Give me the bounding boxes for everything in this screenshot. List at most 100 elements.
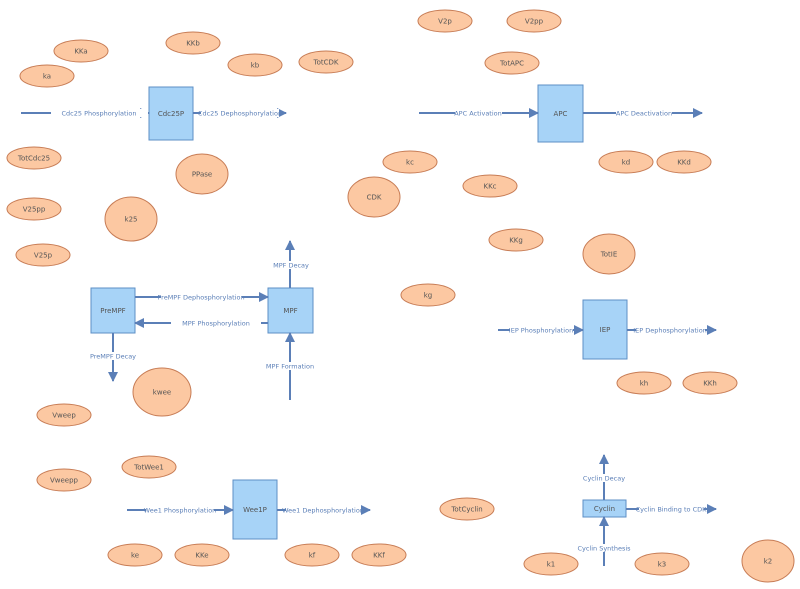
param-TotCyclin[interactable]: TotCyclin [439, 497, 495, 521]
svg-text:KKa: KKa [74, 48, 87, 56]
svg-text:Cyclin Binding to CDK: Cyclin Binding to CDK [636, 506, 708, 514]
param-kf[interactable]: kf [284, 543, 340, 567]
param-KKg[interactable]: KKg [488, 228, 544, 252]
param-TotCdc25[interactable]: TotCdc25 [6, 146, 62, 170]
reaction-apc-deactivation[interactable]: APC Deactivation [583, 108, 703, 118]
svg-text:Cyclin Decay: Cyclin Decay [583, 475, 625, 483]
species-APC[interactable]: APC [537, 84, 584, 143]
param-KKd[interactable]: KKd [656, 150, 712, 174]
param-k25[interactable]: k25 [104, 196, 158, 242]
param-kb[interactable]: kb [227, 53, 283, 77]
param-Vweep[interactable]: Vweep [36, 403, 92, 427]
reaction-wee1-dephosphorylation[interactable]: Wee1 Dephosphorylation [277, 505, 371, 515]
svg-text:k25: k25 [125, 216, 138, 224]
svg-text:ke: ke [131, 552, 139, 560]
svg-text:TotIE: TotIE [600, 251, 618, 259]
param-ka[interactable]: ka [19, 64, 75, 88]
svg-text:kd: kd [622, 159, 631, 167]
param-PPase[interactable]: PPase [175, 153, 229, 195]
svg-text:PreMPF: PreMPF [100, 307, 125, 315]
svg-text:PreMPF Decay: PreMPF Decay [90, 353, 136, 361]
param-TotCDK[interactable]: TotCDK [298, 50, 354, 74]
param-V25p[interactable]: V25p [15, 243, 71, 267]
svg-text:MPF: MPF [283, 307, 297, 315]
svg-text:TotAPC: TotAPC [499, 60, 524, 68]
param-kc[interactable]: kc [382, 150, 438, 174]
param-k1[interactable]: k1 [523, 552, 579, 576]
svg-text:TotWee1: TotWee1 [133, 464, 164, 472]
reaction-prempf-decay[interactable]: PreMPF Decay [90, 333, 136, 382]
reaction-cyclin-synthesis[interactable]: Cyclin Synthesis [577, 516, 631, 566]
svg-text:kf: kf [309, 552, 316, 560]
param-KKh[interactable]: KKh [682, 371, 738, 395]
param-TotWee1[interactable]: TotWee1 [121, 455, 177, 479]
svg-text:Wee1 Dephosphorylation: Wee1 Dephosphorylation [282, 507, 364, 515]
svg-text:IEP Phosphorylation: IEP Phosphorylation [509, 327, 573, 335]
param-KKf[interactable]: KKf [351, 543, 407, 567]
svg-text:CDK: CDK [367, 194, 382, 202]
param-KKa[interactable]: KKa [53, 39, 109, 63]
svg-text:APC Activation: APC Activation [454, 110, 502, 118]
param-TotAPC[interactable]: TotAPC [484, 51, 540, 75]
reaction-iep-dephosphorylation[interactable]: IEP Dephosphorylation [627, 325, 717, 335]
param-TotIE[interactable]: TotIE [582, 233, 636, 275]
reaction-prempf-dephosphorylation[interactable]: PreMPF Dephosphorylation [135, 292, 269, 302]
svg-text:IEP: IEP [600, 326, 611, 334]
species-Cdc25P[interactable]: Cdc25P [148, 86, 194, 141]
reaction-mpf-formation[interactable]: MPF Formation [266, 332, 314, 400]
svg-text:KKe: KKe [195, 552, 208, 560]
svg-text:kb: kb [251, 62, 260, 70]
svg-text:Wee1P: Wee1P [243, 506, 267, 514]
species-Cyclin[interactable]: Cyclin [582, 499, 627, 518]
reaction-wee1-phosphorylation[interactable]: Wee1 Phosphorylation [127, 505, 234, 515]
param-k2[interactable]: k2 [741, 539, 795, 583]
param-kh[interactable]: kh [616, 371, 672, 395]
svg-text:PreMPF Dephosphorylation: PreMPF Dephosphorylation [157, 294, 244, 302]
param-Vweepp[interactable]: Vweepp [36, 468, 92, 492]
reaction-mpf-decay[interactable]: MPF Decay [273, 240, 309, 288]
param-V25pp[interactable]: V25pp [6, 197, 62, 221]
svg-text:KKc: KKc [483, 183, 496, 191]
param-V2pp[interactable]: V2pp [506, 9, 562, 33]
reaction-cyclin-decay[interactable]: Cyclin Decay [583, 454, 625, 500]
param-kg[interactable]: kg [400, 283, 456, 307]
param-KKe[interactable]: KKe [174, 543, 230, 567]
svg-text:Vweepp: Vweepp [50, 477, 79, 485]
species-MPF[interactable]: MPF [267, 287, 314, 334]
svg-text:V25p: V25p [34, 252, 53, 260]
reaction-cdc25-phosphorylation[interactable]: Cdc25 Phosphorylation [21, 108, 150, 118]
species-PreMPF[interactable]: PreMPF [90, 287, 136, 334]
svg-text:KKd: KKd [677, 159, 691, 167]
svg-text:KKb: KKb [186, 40, 200, 48]
reaction-apc-activation[interactable]: APC Activation [419, 108, 539, 118]
param-KKc[interactable]: KKc [462, 174, 518, 198]
svg-text:APC: APC [554, 110, 568, 118]
species-IEP[interactable]: IEP [582, 299, 628, 360]
svg-text:k1: k1 [547, 561, 556, 569]
reaction-cdc25-dephosphorylation[interactable]: Cdc25 Dephosphorylation [193, 108, 287, 118]
svg-text:MPF Phosphorylation: MPF Phosphorylation [182, 320, 250, 328]
reaction-mpf-phosphorylation[interactable]: MPF Phosphorylation [134, 318, 268, 328]
param-kwee[interactable]: kwee [132, 367, 192, 417]
svg-text:Cyclin Synthesis: Cyclin Synthesis [577, 545, 631, 553]
svg-text:V2p: V2p [438, 18, 452, 26]
param-k3[interactable]: k3 [634, 552, 690, 576]
svg-text:kg: kg [424, 292, 433, 300]
species-Wee1P[interactable]: Wee1P [232, 479, 278, 540]
reaction-cyclin-binding-to-cdk[interactable]: Cyclin Binding to CDK [626, 504, 717, 514]
param-V2p[interactable]: V2p [417, 9, 473, 33]
svg-text:PPase: PPase [192, 171, 212, 179]
svg-text:V2pp: V2pp [525, 18, 544, 26]
param-kd[interactable]: kd [598, 150, 654, 174]
svg-text:Vweep: Vweep [52, 412, 76, 420]
svg-text:Cdc25P: Cdc25P [158, 110, 184, 118]
svg-text:kwee: kwee [153, 389, 171, 397]
svg-text:kc: kc [406, 159, 414, 167]
svg-text:ka: ka [43, 73, 51, 81]
param-KKb[interactable]: KKb [165, 31, 221, 55]
param-ke[interactable]: ke [107, 543, 163, 567]
svg-text:Cdc25 Dephosphorylation: Cdc25 Dephosphorylation [198, 110, 282, 118]
param-CDK[interactable]: CDK [347, 176, 401, 218]
reaction-iep-phosphorylation[interactable]: IEP Phosphorylation [498, 325, 584, 335]
